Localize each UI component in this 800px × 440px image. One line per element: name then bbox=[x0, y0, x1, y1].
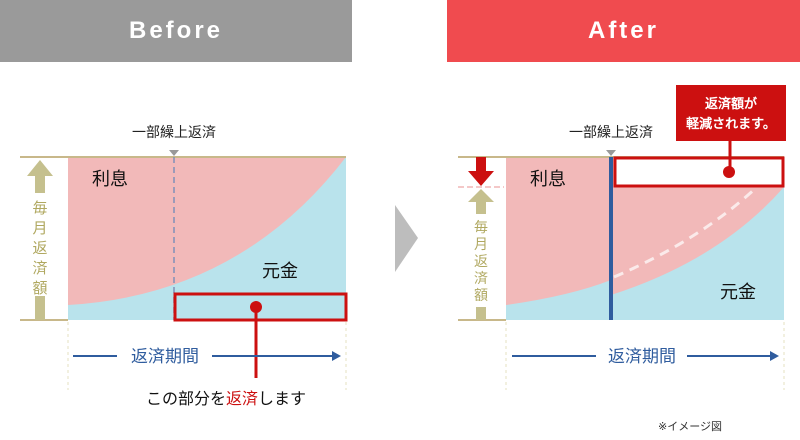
arrow-up-icon bbox=[468, 189, 494, 214]
svg-text:毎: 毎 bbox=[32, 199, 47, 217]
arrow-down-icon bbox=[468, 171, 494, 186]
svg-text:返: 返 bbox=[32, 239, 47, 257]
footnote: ※イメージ図 bbox=[658, 420, 722, 433]
svg-text:済: 済 bbox=[32, 259, 47, 277]
svg-text:元金: 元金 bbox=[720, 282, 756, 303]
repay-note: この部分を返済します bbox=[146, 389, 306, 408]
svg-text:返済期間: 返済期間 bbox=[608, 347, 676, 367]
svg-text:額: 額 bbox=[474, 288, 488, 304]
interest-label: 利息 bbox=[92, 169, 128, 190]
principal-label: 元金 bbox=[262, 261, 298, 282]
arrow-up-icon bbox=[27, 160, 53, 193]
svg-text:返: 返 bbox=[474, 254, 488, 270]
svg-text:毎: 毎 bbox=[474, 220, 488, 236]
svg-text:軽減されます。: 軽減されます。 bbox=[686, 116, 776, 132]
svg-text:月: 月 bbox=[32, 219, 47, 237]
chevron-right-icon bbox=[395, 205, 418, 272]
x-axis-label: 返済期間 bbox=[131, 347, 199, 367]
reduced-amount-box bbox=[613, 156, 785, 188]
after-chart: 一部繰上返済 利息 元金 毎 月 返 済 額 返済額が 軽減されます。 bbox=[458, 85, 786, 433]
principal-area bbox=[68, 157, 346, 320]
after-header: After bbox=[447, 0, 800, 62]
callout-box bbox=[676, 85, 786, 141]
before-chart: 一部繰上返済 利息 元金 毎 月 返 済 額 返済期間 この部分を返済します bbox=[20, 125, 348, 408]
arrow-right-icon bbox=[332, 351, 341, 361]
svg-text:月: 月 bbox=[474, 237, 488, 253]
prepay-marker-icon bbox=[169, 150, 179, 156]
svg-text:一部繰上返済: 一部繰上返済 bbox=[569, 125, 653, 141]
svg-text:額: 額 bbox=[32, 279, 47, 297]
svg-text:済: 済 bbox=[474, 271, 488, 287]
svg-text:利息: 利息 bbox=[530, 169, 566, 190]
prepay-marker-line bbox=[609, 157, 613, 320]
repay-highlight-box bbox=[173, 292, 348, 322]
before-header: Before bbox=[0, 0, 352, 62]
prepay-label: 一部繰上返済 bbox=[132, 125, 216, 141]
svg-text:返済額が: 返済額が bbox=[705, 96, 757, 112]
